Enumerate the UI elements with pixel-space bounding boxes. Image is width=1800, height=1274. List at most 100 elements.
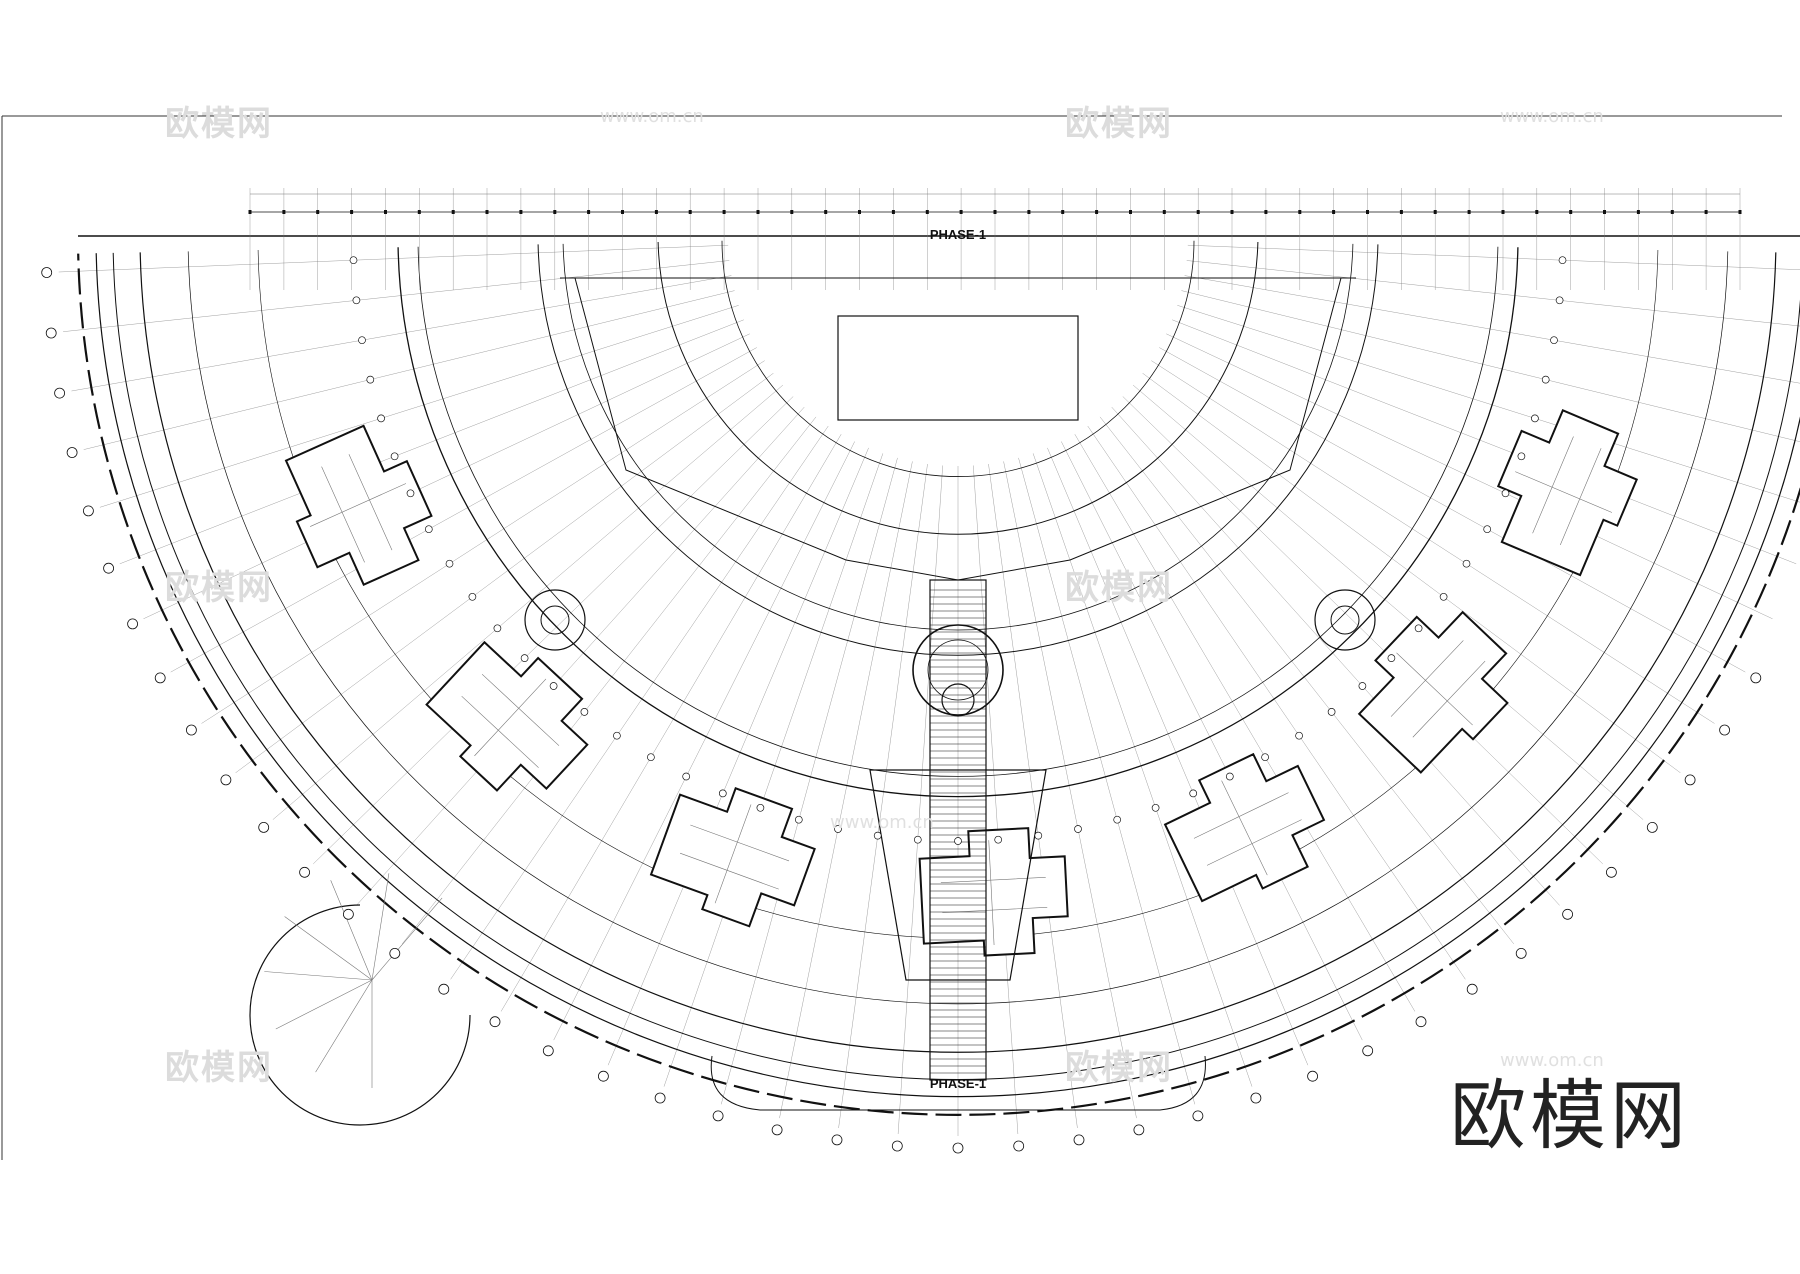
grid-bubble bbox=[613, 731, 621, 740]
radial-grid-line bbox=[63, 260, 730, 332]
dimension-mark bbox=[1230, 210, 1234, 214]
dimension-mark bbox=[824, 210, 828, 214]
grid-bubble bbox=[1646, 822, 1658, 833]
radial-grid-line bbox=[1172, 319, 1797, 564]
ring-arcs bbox=[77, 240, 1800, 1116]
grid-bubble bbox=[349, 256, 358, 265]
dimension-mark bbox=[1704, 210, 1708, 214]
grid-bubble bbox=[1606, 866, 1617, 878]
dimension-mark bbox=[417, 210, 421, 214]
grid-bubble bbox=[549, 682, 558, 690]
grid-bubble bbox=[1013, 1140, 1025, 1152]
villa-outline bbox=[284, 424, 433, 587]
radial-grid-line bbox=[897, 465, 943, 1135]
grid-bubble bbox=[1327, 708, 1336, 716]
grid-bubble bbox=[377, 414, 385, 423]
grid-bubble bbox=[390, 452, 399, 461]
watermark-brand: 欧模网 bbox=[165, 1048, 273, 1088]
grid-bubble bbox=[994, 835, 1003, 844]
radial-grid-line bbox=[500, 434, 842, 1012]
grid-bubble bbox=[1189, 789, 1198, 798]
grid-bubble bbox=[1750, 672, 1762, 684]
villa-outline bbox=[649, 786, 816, 928]
grid-bubble bbox=[127, 618, 139, 630]
grid-bubble bbox=[1133, 1124, 1145, 1136]
ring-arc bbox=[721, 240, 1195, 478]
grid-bubble bbox=[438, 983, 450, 995]
grid-bubble bbox=[1073, 1134, 1085, 1146]
grid-bubble bbox=[654, 1092, 666, 1104]
grid-bubble bbox=[1483, 525, 1492, 534]
villa bbox=[1163, 752, 1326, 903]
dimension-mark bbox=[248, 210, 252, 214]
stair-rotunda-core bbox=[540, 605, 570, 635]
dimension-mark bbox=[858, 210, 861, 214]
grid-bubble bbox=[718, 789, 727, 798]
radial-grid-line bbox=[838, 463, 928, 1129]
grid-bubble bbox=[580, 708, 589, 716]
grid-bubble bbox=[352, 296, 361, 305]
grid-bubble bbox=[493, 624, 502, 633]
dimension-mark bbox=[587, 210, 591, 214]
villa-grid bbox=[1193, 780, 1302, 876]
grid-bubble bbox=[489, 1016, 501, 1028]
phase-label-bottom: PHASE-1 bbox=[930, 1076, 986, 1091]
grid-bubble bbox=[1684, 774, 1696, 786]
radial-grid-line bbox=[553, 441, 855, 1041]
grid-bubble bbox=[424, 525, 433, 534]
dimension-mark bbox=[1399, 210, 1403, 214]
dimension-mark bbox=[1636, 210, 1640, 214]
radial-grid-line bbox=[721, 457, 898, 1105]
dimension-mark bbox=[891, 210, 895, 214]
radial-grid-line bbox=[1181, 290, 1800, 442]
ring-arc bbox=[397, 247, 1519, 798]
grid-bubble bbox=[1466, 983, 1478, 995]
radial-grid-line bbox=[83, 290, 735, 450]
radial-grid-line bbox=[1061, 441, 1363, 1041]
grid-bubble bbox=[406, 489, 415, 498]
dimension-mark bbox=[1467, 210, 1471, 214]
dimension-mark bbox=[722, 210, 726, 214]
radial-grid-line bbox=[235, 373, 774, 773]
grid-bubble bbox=[794, 815, 803, 824]
dimension-mark bbox=[1569, 210, 1573, 214]
radial-grid-line bbox=[607, 447, 869, 1066]
villa bbox=[649, 786, 816, 928]
stair-rotunda bbox=[1314, 589, 1376, 651]
radial-grid-line bbox=[58, 245, 729, 273]
villa-outline bbox=[425, 640, 589, 792]
ring-arc bbox=[77, 253, 1800, 1116]
axis-outline bbox=[869, 769, 1047, 981]
radial-grid-line bbox=[119, 319, 744, 564]
radial-grid-line bbox=[1099, 416, 1514, 945]
grid-bubble bbox=[1295, 731, 1303, 740]
grid-bubble bbox=[1113, 815, 1122, 824]
ring-arc bbox=[95, 253, 1800, 1098]
dimension-mark bbox=[925, 210, 929, 214]
radial-grid-line bbox=[1087, 425, 1466, 980]
pavilion-spoke bbox=[330, 880, 373, 981]
pavilion-spoke bbox=[315, 979, 373, 1073]
dimension-mark bbox=[282, 210, 286, 214]
grid-bubble bbox=[1558, 256, 1567, 265]
dimension-mark bbox=[688, 210, 692, 214]
radial-grid-line bbox=[1159, 347, 1746, 673]
radial-grid-line bbox=[402, 416, 817, 945]
radial-grid-line bbox=[1177, 305, 1800, 503]
radial-grid-line bbox=[99, 305, 739, 508]
brand-logo: 欧模网 bbox=[1450, 1071, 1690, 1160]
grid-bubble bbox=[1151, 803, 1160, 812]
dimension-mark bbox=[1433, 210, 1437, 214]
watermark-url: www.om.cn bbox=[830, 812, 934, 833]
villa-outline bbox=[1496, 409, 1639, 577]
grid-bubble bbox=[1462, 559, 1471, 568]
grid-bubble bbox=[831, 1134, 843, 1146]
grid-bubble bbox=[834, 825, 842, 833]
radial-grid-line bbox=[973, 465, 1019, 1135]
radial-grid-line bbox=[170, 347, 757, 673]
radial-grid-line bbox=[143, 333, 750, 619]
dimension-mark bbox=[1095, 210, 1099, 214]
dimension-mark bbox=[485, 210, 489, 214]
ring-arc bbox=[562, 243, 1354, 631]
radial-grid-line bbox=[1032, 453, 1253, 1087]
